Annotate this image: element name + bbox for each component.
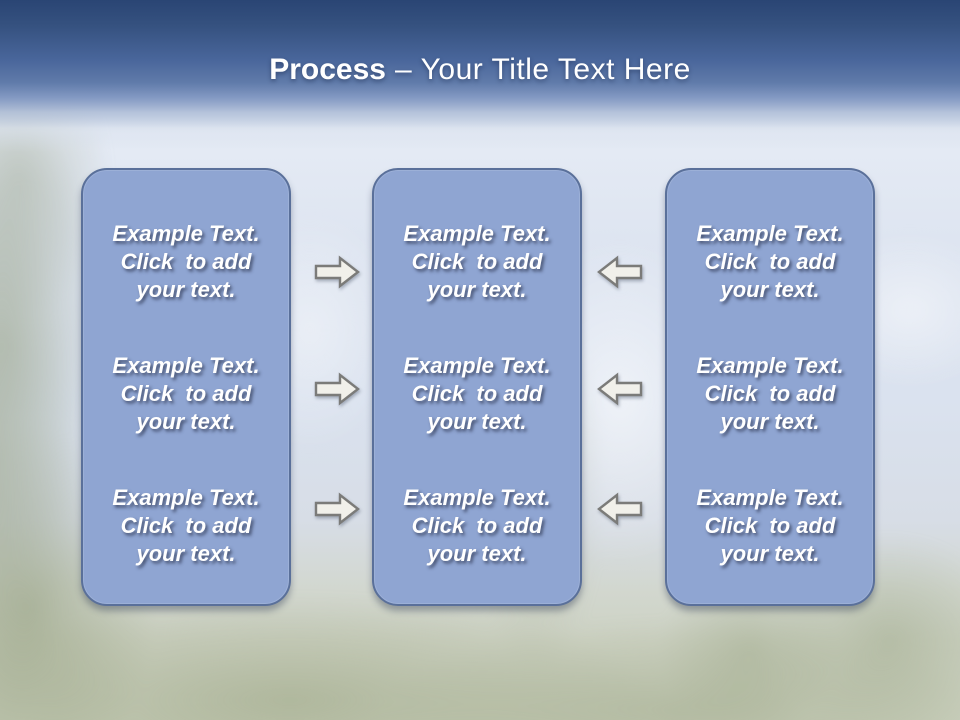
placeholder-line: your text.	[720, 409, 820, 434]
placeholder-line: Example Text.	[696, 221, 844, 246]
placeholder-line: Click to add	[704, 249, 836, 274]
placeholder-line: Click to add	[120, 513, 252, 538]
header-band	[0, 0, 960, 152]
placeholder-line: your text.	[427, 409, 527, 434]
placeholder-line: Example Text.	[403, 221, 551, 246]
placeholder-line: Example Text.	[112, 221, 260, 246]
placeholder-line: your text.	[427, 541, 527, 566]
text-placeholder[interactable]: Example Text. Click to add your text.	[374, 220, 580, 304]
placeholder-line: Click to add	[704, 513, 836, 538]
process-panel-left: Example Text. Click to add your text. Ex…	[81, 168, 291, 606]
process-panel-center: Example Text. Click to add your text. Ex…	[372, 168, 582, 606]
text-placeholder[interactable]: Example Text. Click to add your text.	[374, 484, 580, 568]
text-placeholder[interactable]: Example Text. Click to add your text.	[83, 352, 289, 436]
process-panel-right: Example Text. Click to add your text. Ex…	[665, 168, 875, 606]
arrow-right-icon	[314, 255, 360, 289]
placeholder-line: your text.	[136, 409, 236, 434]
placeholder-line: Click to add	[704, 381, 836, 406]
title-separator: –	[394, 53, 412, 86]
placeholder-line: Example Text.	[403, 353, 551, 378]
placeholder-line: Click to add	[411, 513, 543, 538]
arrow-left-icon	[597, 255, 643, 289]
placeholder-line: Example Text.	[112, 353, 260, 378]
slide-title[interactable]: Process–Your Title Text Here	[0, 0, 960, 87]
title-keyword: Process	[269, 53, 386, 86]
placeholder-line: Click to add	[120, 381, 252, 406]
text-placeholder[interactable]: Example Text. Click to add your text.	[83, 484, 289, 568]
text-placeholder[interactable]: Example Text. Click to add your text.	[374, 352, 580, 436]
placeholder-line: Example Text.	[403, 485, 551, 510]
placeholder-line: your text.	[136, 277, 236, 302]
placeholder-line: your text.	[720, 277, 820, 302]
text-placeholder[interactable]: Example Text. Click to add your text.	[667, 220, 873, 304]
text-placeholder[interactable]: Example Text. Click to add your text.	[667, 352, 873, 436]
placeholder-line: Click to add	[120, 249, 252, 274]
placeholder-line: your text.	[427, 277, 527, 302]
arrow-left-icon	[597, 372, 643, 406]
arrow-left-icon	[597, 492, 643, 526]
text-placeholder[interactable]: Example Text. Click to add your text.	[667, 484, 873, 568]
placeholder-line: Click to add	[411, 381, 543, 406]
placeholder-line: your text.	[720, 541, 820, 566]
placeholder-line: your text.	[136, 541, 236, 566]
title-placeholder-text: Your Title Text Here	[420, 53, 691, 86]
text-placeholder[interactable]: Example Text. Click to add your text.	[83, 220, 289, 304]
placeholder-line: Click to add	[411, 249, 543, 274]
arrow-right-icon	[314, 492, 360, 526]
placeholder-line: Example Text.	[696, 485, 844, 510]
placeholder-line: Example Text.	[696, 353, 844, 378]
placeholder-line: Example Text.	[112, 485, 260, 510]
arrow-right-icon	[314, 372, 360, 406]
